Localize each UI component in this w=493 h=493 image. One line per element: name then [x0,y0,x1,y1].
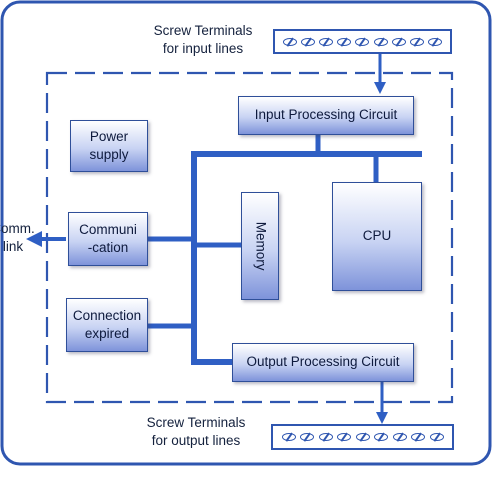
screw-icon [373,37,388,46]
screw-terminals-input-label: Screw Terminals for input lines [153,23,253,57]
screw-icon [300,433,314,441]
output-processing-circuit: Output Processing Circuit [232,343,414,382]
screw-icon [318,433,333,441]
memory-block: Memory [241,192,279,300]
screw-icon [281,433,296,441]
output-screw-terminals [271,424,454,450]
screw-icon [409,37,424,46]
screw-icon [337,433,351,441]
screw-terminals-output-label: Screw Terminals for output lines [146,415,246,449]
power-supply-block: Power supply [70,120,148,172]
screw-icon [355,433,370,441]
communication-block: Communi -cation [68,212,148,266]
screw-icon [355,37,370,46]
screw-icon [392,433,407,441]
screw-icon [301,37,316,46]
screw-icon [429,433,444,441]
screw-icon [391,37,406,46]
cpu-block: CPU [332,182,422,291]
screw-icon [374,433,388,441]
outer-frame [0,0,492,466]
screw-icon [411,433,425,441]
connection-block: Connection expired [66,298,148,352]
input-processing-circuit: Input Processing Circuit [238,96,414,135]
comm-link-label: Comm. link [0,221,35,255]
screw-icon [427,37,442,46]
input-screw-terminals [273,29,452,54]
screw-icon [283,37,298,46]
screw-icon [319,37,334,46]
screw-icon [337,37,352,46]
